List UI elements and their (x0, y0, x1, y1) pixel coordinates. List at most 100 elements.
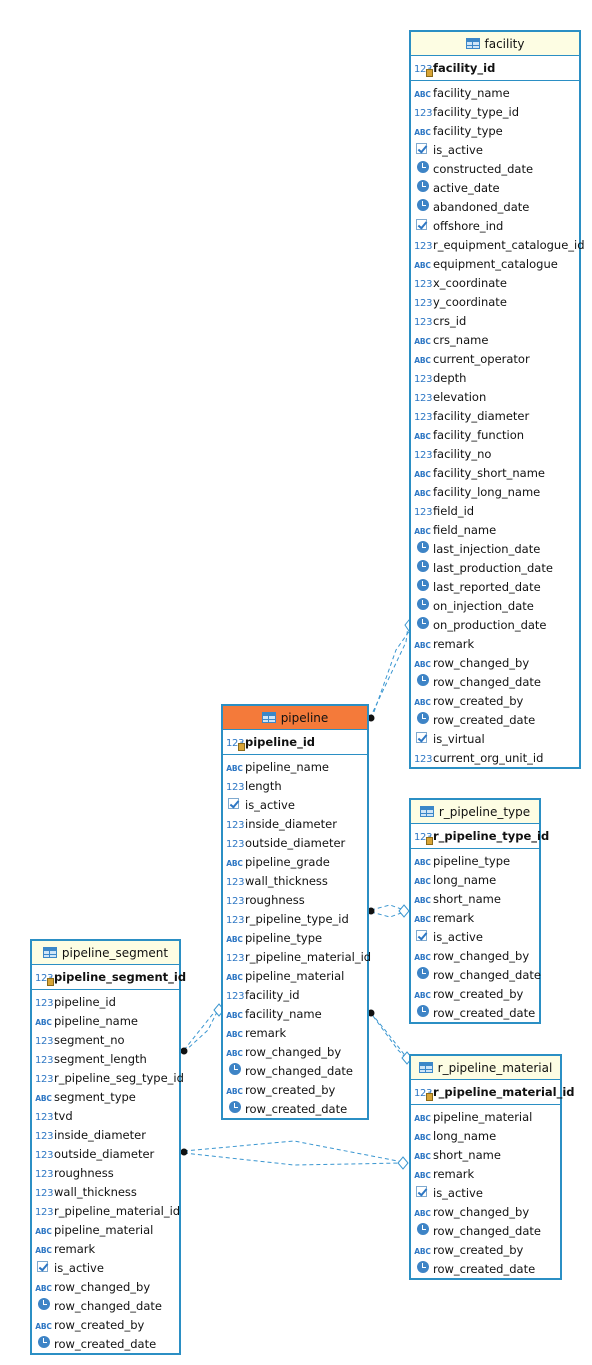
column-row-last-reported-date[interactable]: last_reported_date (411, 577, 579, 596)
column-row-is-active[interactable]: is_active (32, 1258, 179, 1277)
column-row-is-active[interactable]: is_active (223, 795, 367, 814)
column-row-last-production-date[interactable]: last_production_date (411, 558, 579, 577)
column-row-row-changed-date[interactable]: row_changed_date (32, 1296, 179, 1315)
entity-header[interactable]: pipeline_segment (32, 941, 179, 965)
connector-pipeline-r-pipeline-type[interactable] (370, 904, 405, 911)
connector-segment-r-pipeline-material[interactable] (183, 1140, 404, 1163)
entity-header[interactable]: pipeline (223, 706, 367, 730)
column-row-row-changed-date[interactable]: row_changed_date (411, 965, 541, 984)
column-row-row-changed-date[interactable]: row_changed_date (411, 672, 579, 691)
connector-pipeline-r-pipeline-material[interactable] (370, 1012, 408, 1059)
connector-pipeline-r-pipeline-type-2[interactable] (370, 911, 405, 918)
entity-header[interactable]: r_pipeline_type (411, 800, 539, 824)
column-row-row-changed-date[interactable]: row_changed_date (223, 1061, 367, 1080)
connector-segment-r-pipeline-material-2[interactable] (183, 1152, 404, 1166)
column-row-active-date[interactable]: active_date (411, 178, 579, 197)
column-row-row-created-date[interactable]: row_created_date (411, 1259, 560, 1278)
column-row-on-injection-date[interactable]: on_injection_date (411, 596, 579, 615)
entity-header[interactable]: r_pipeline_material (411, 1056, 560, 1080)
connector-segment-pipeline-2[interactable] (183, 1007, 220, 1053)
column-row-row-changed-date[interactable]: row_changed_date (411, 1221, 560, 1240)
entity-header[interactable]: facility (411, 32, 579, 56)
column-row-constructed-date[interactable]: constructed_date (411, 159, 579, 178)
column-row-row-created-date[interactable]: row_created_date (411, 1003, 539, 1022)
connector-pipeline-r-pipeline-material-2[interactable] (372, 1015, 411, 1063)
column-row-row-created-date[interactable]: row_created_date (223, 1099, 367, 1118)
column-row-offshore-ind[interactable]: offshore_ind (411, 216, 579, 235)
column-row-row-created-date[interactable]: row_created_date (411, 710, 579, 729)
column-row-is-virtual[interactable]: is_virtual (411, 729, 579, 748)
column-row-row-created-date[interactable]: row_created_date (32, 1334, 179, 1353)
column-row-on-production-date[interactable]: on_production_date (411, 615, 579, 634)
column-row-is-active[interactable]: is_active (411, 140, 579, 159)
column-row-last-injection-date[interactable]: last_injection_date (411, 539, 579, 558)
connector-segment-pipeline[interactable] (183, 1007, 223, 1051)
